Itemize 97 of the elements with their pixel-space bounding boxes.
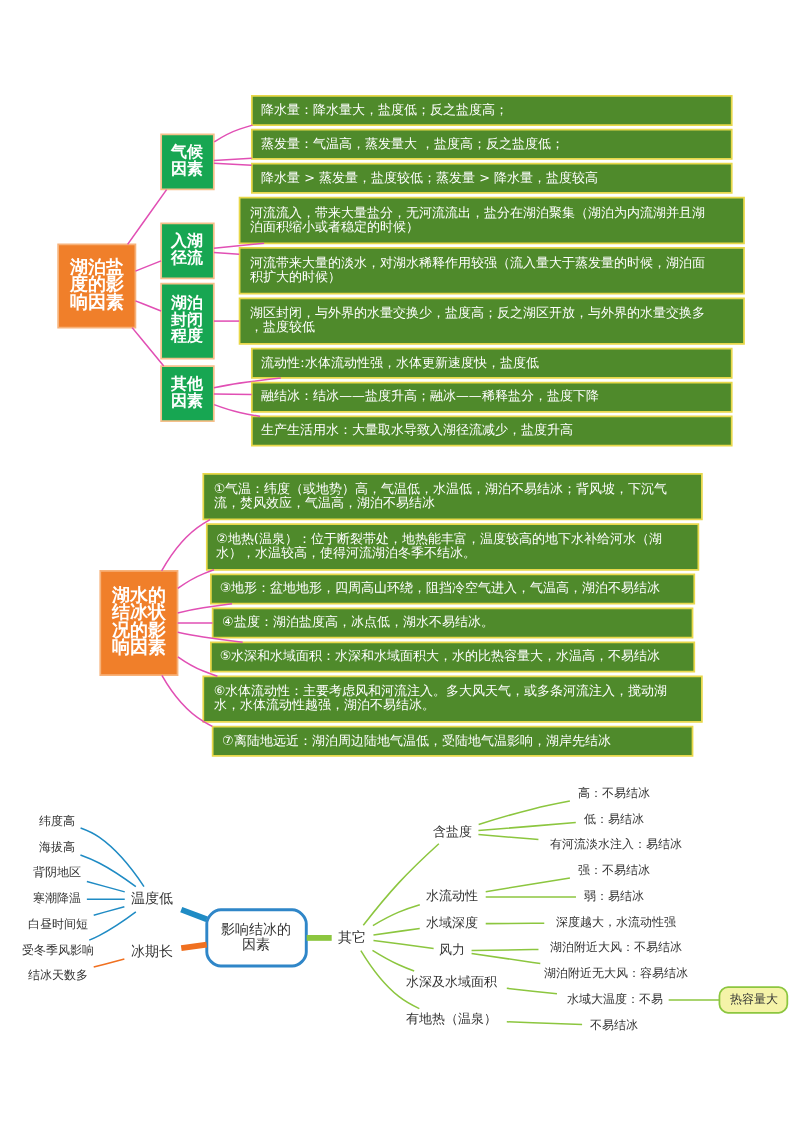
connector [212,242,265,250]
connector [212,320,240,322]
connector [477,833,539,841]
node-box: 其他因素 [159,365,215,423]
node-box: 河流流入，带来大量盐分，无河流流出，盐分在湖泊聚集（湖泊为内流湖并且湖泊面积缩小或者稳定的时候） [238,196,745,245]
connector [134,300,162,312]
node-text: 强：不易结冰 [577,863,650,878]
connector [371,949,415,972]
node-box: 降水量：降水量大，盐度低；反之盐度高； [250,94,733,126]
connector [134,260,162,272]
node-text: 水域深度 [425,915,478,931]
connector [176,656,218,678]
connector [179,906,208,923]
connector [477,800,571,826]
connector [130,326,164,367]
node-text: 有地热（温泉） [405,1011,497,1027]
connector [160,518,211,572]
connector [505,1021,583,1026]
node-box: ③地形：盆地地形，四周高山环绕，阻挡冷空气进入，气温高，湖泊不易结冰 [209,573,695,605]
node-text: 其它 [337,928,366,945]
connector [87,911,137,941]
connector [371,904,421,927]
node-text: 湖泊附近无大风：容易结冰 [543,966,688,981]
connector [362,843,440,927]
node-text: 海拔高 [38,839,75,854]
node-box: 湖泊封闭程度 [159,282,215,360]
node-text: 结冰天数多 [27,968,88,983]
connector [176,569,215,590]
node-text: 水流动性 [425,888,478,904]
connector [372,927,420,936]
connector [470,952,541,965]
connector [505,987,558,995]
node-text: 冰期长 [130,942,173,959]
node-text: 不易结冰 [589,1017,638,1032]
node-text: 寒潮降温 [32,891,81,906]
node-box: ②地热(温泉）：位于断裂带处，地热能丰富，温度较高的地下水补给河水（湖水），水温较高，使得河流湖泊冬季不结冰。 [205,523,699,571]
connector [477,821,577,832]
node-box: ⑥水体流动性：主要考虑风和河流注入。多大风天气，或多条河流注入，搅动湖水，水体流动性越强，湖泊不易结冰。 [201,675,703,723]
node-box: ④盐度：湖泊盐度高，冰点低，湖水不易结冰。 [211,607,693,639]
connector [212,403,261,418]
connector [92,906,125,916]
node-text: 有河流淡水注入：易结冰 [549,837,682,852]
connector [126,188,167,246]
connector [85,880,125,893]
node-text: 低：易结冰 [583,811,644,826]
connector [212,251,240,255]
node-text: 深度越大，水流动性强 [555,914,676,929]
node-box: 融结冰：结冰——盐度升高；融冰——稀释盐分，盐度下降 [250,381,733,413]
node-box: 湖水的结冰状况的影响因素 [98,570,178,676]
node-box: 气候因素 [159,133,215,191]
connector [359,949,420,1010]
connector [212,393,252,396]
connector [176,603,233,614]
node-box: 湖区封闭，与外界的水量交换少，盐度高；反之湖区开放，与外界的水量交换多，盐度较低 [238,297,745,345]
node-box: 流动性:水体流动性强，水体更新速度快，盐度低 [250,347,733,379]
connector [180,941,207,952]
connector [79,854,137,888]
node-text: 弱：易结冰 [583,888,644,903]
node-box: ①气温：纬度（或地势）高，气温低，水温低，湖泊不易结冰；背风坡，下沉气流，焚风效应，气温高，湖泊不易结冰 [201,472,703,521]
node-box: 影响结冰的因素 [204,908,308,968]
connector [470,948,539,952]
connector [212,377,282,389]
connector [160,674,213,728]
node-text: 白昼时间短 [27,916,88,931]
connector [79,827,145,888]
node-box: 热容量大 [718,986,788,1014]
node-box: 湖泊盐度的影响因素 [56,243,136,329]
node-text: 水深及水域面积 [405,973,497,989]
node-text: 背阴地区 [32,865,81,880]
node-text: 湖泊附近大风：不易结冰 [549,940,682,955]
connector [212,157,252,162]
connector [85,898,125,901]
node-text: 风力 [438,942,465,958]
connector [667,999,720,1001]
connector [484,922,545,925]
node-box: ⑤水深和水域面积：水深和水域面积大，水的比热容量大，水温高，不易结冰 [209,641,695,673]
node-text: 含盐度 [432,823,472,839]
connector [484,877,571,893]
node-box: 降水量 > 蒸发量，盐度较低；蒸发量 > 降水量，盐度较高 [250,162,733,194]
connector [176,631,243,644]
node-box: 生产生活用水：大量取水导致入湖径流减少，盐度升高 [250,415,733,447]
connector [176,622,213,624]
connector [372,939,434,950]
node-box: 河流带来大量的淡水，对湖水稀释作用较强（流入量大于蒸发量的时候，湖泊面积扩大的时候） [238,247,745,295]
node-box: 蒸发量：气温高，蒸发量大 ，盐度高；反之盐度低； [250,128,733,160]
node-text: 水域大温度：不易 [566,991,663,1006]
connector [213,124,253,143]
connector [306,934,332,941]
node-text: 受冬季风影响 [21,942,94,957]
connector [484,896,577,898]
node-text: 高：不易结冰 [577,785,650,800]
connector [92,958,125,968]
node-box: 入湖径流 [159,222,215,280]
node-text: 温度低 [130,889,173,906]
node-text: 纬度高 [38,813,75,828]
node-box: ⑦离陆地远近：湖泊周边陆地气温低，受陆地气温影响，湖岸先结冰 [211,725,693,757]
connector [212,162,252,167]
